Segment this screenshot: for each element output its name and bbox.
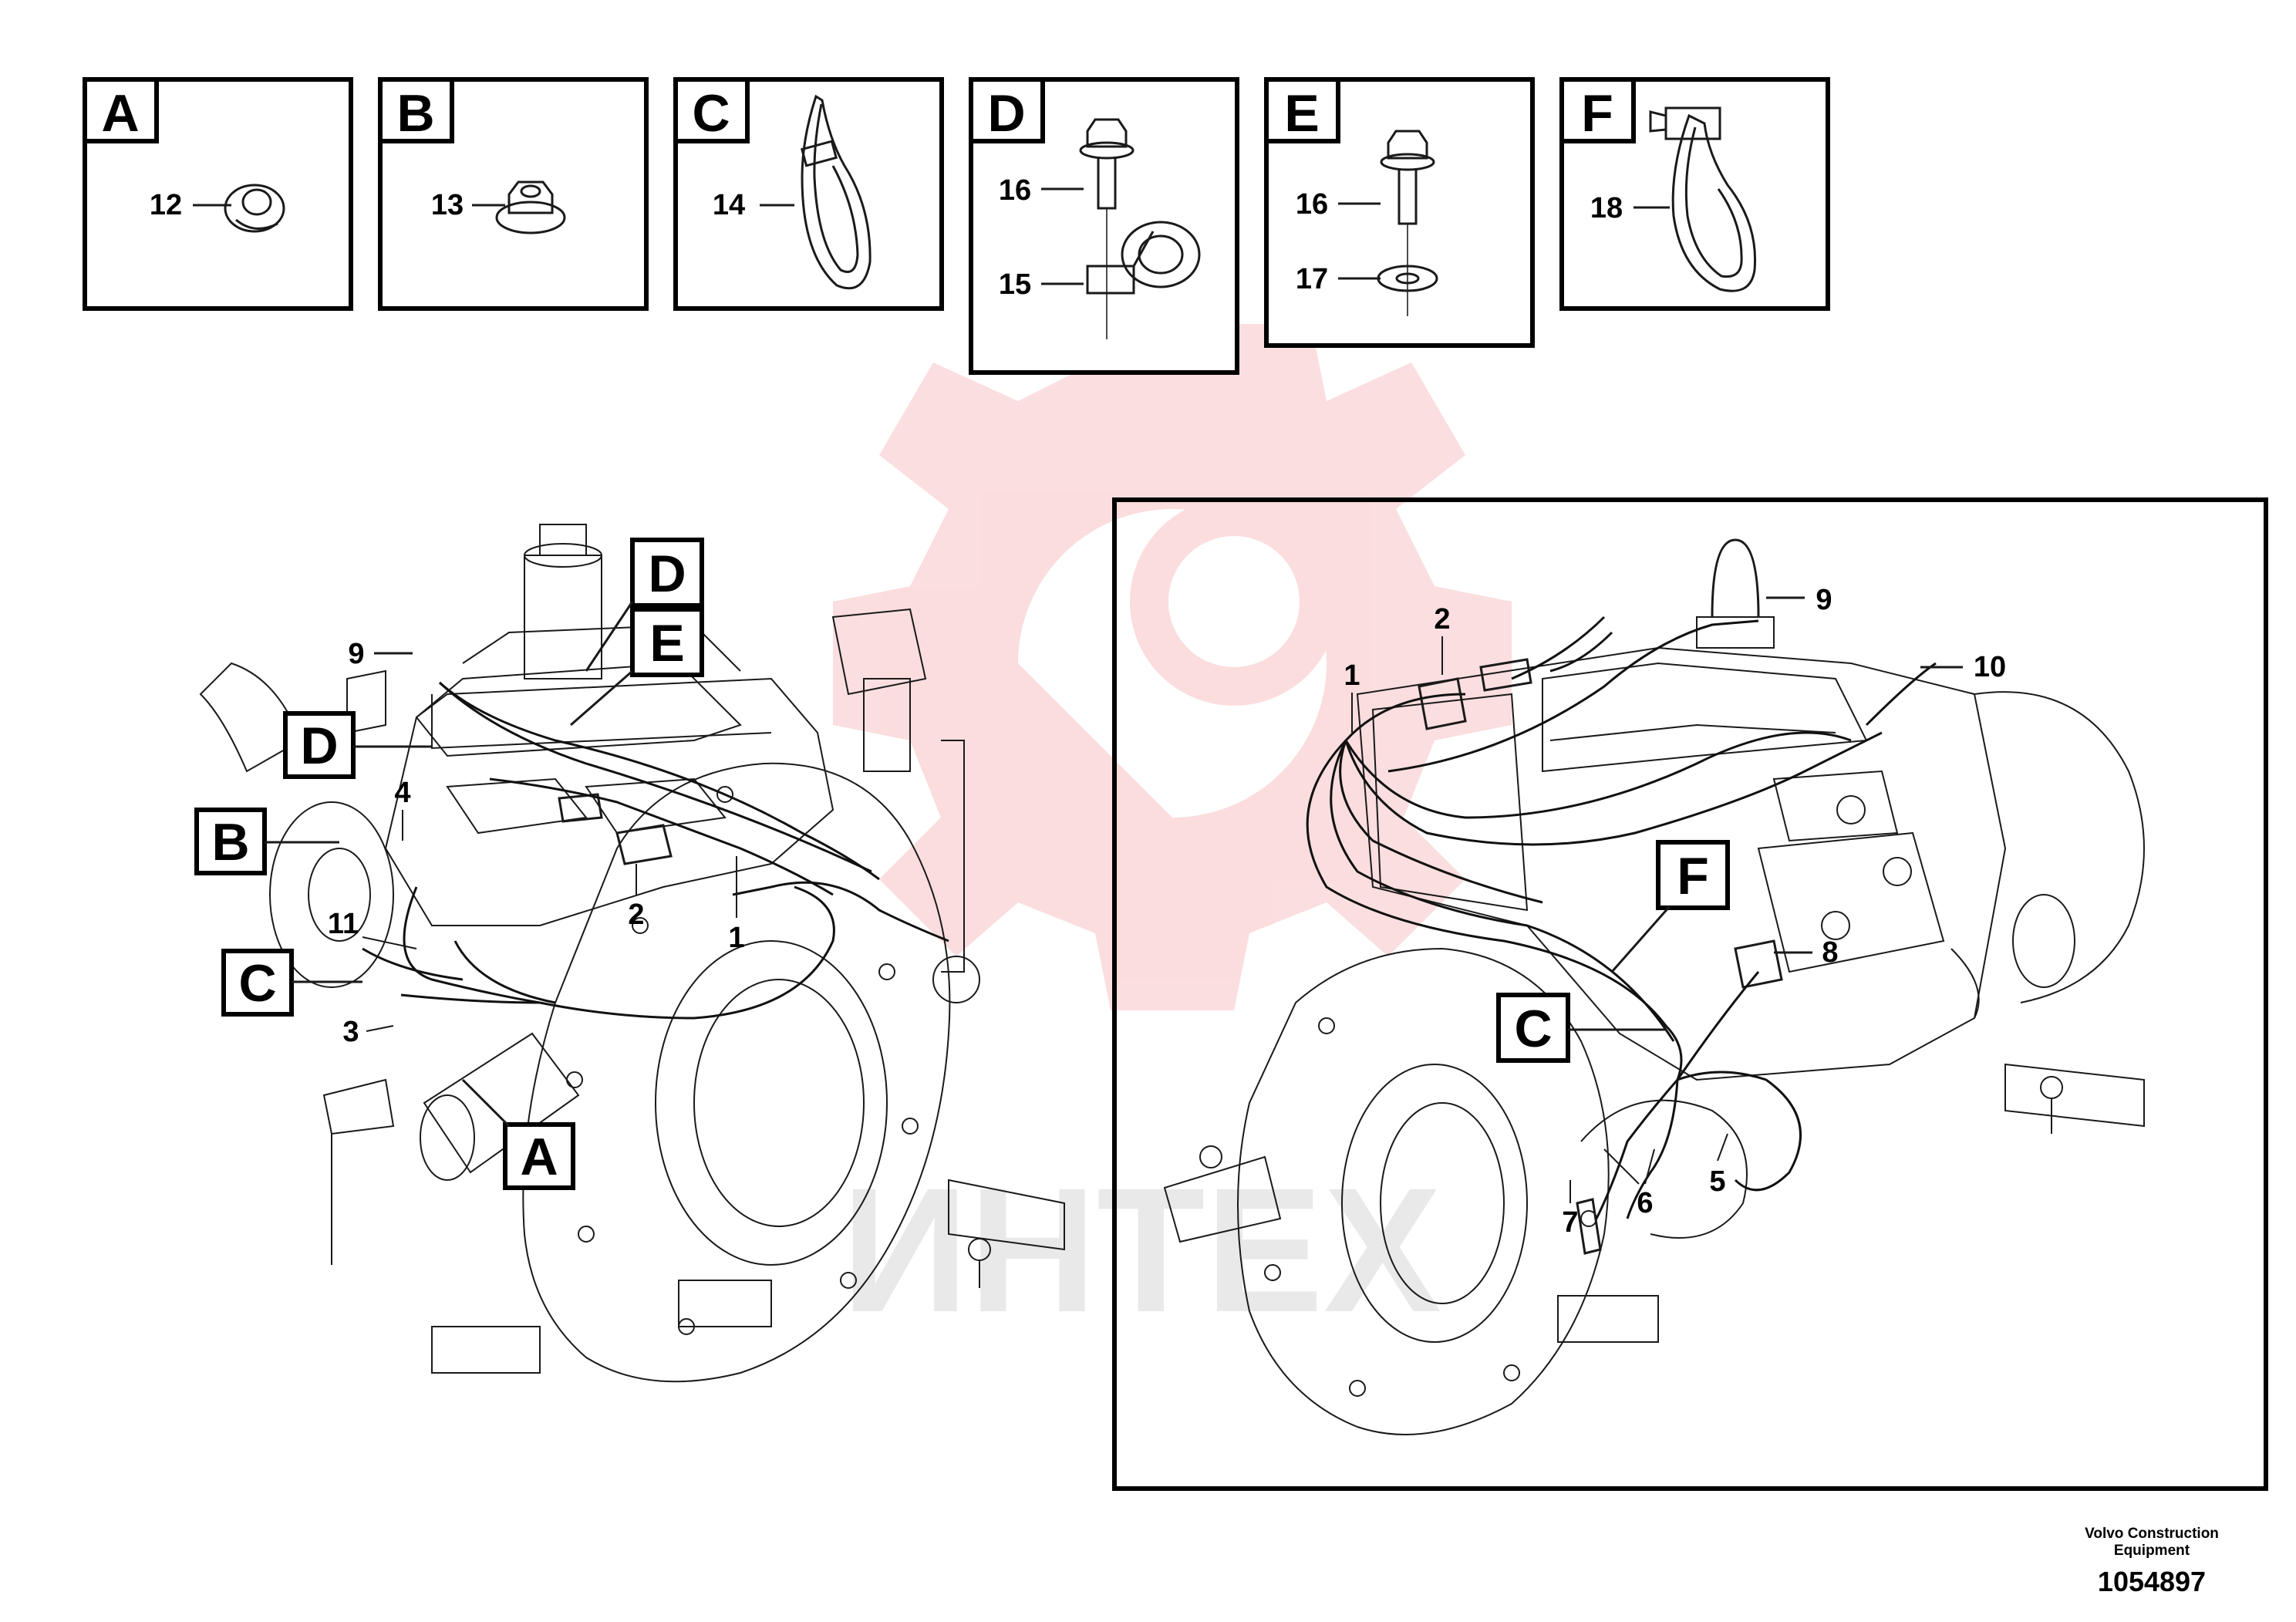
watermark-text: ИНТЕХ [841,1151,1442,1349]
callout-left-e: E [570,607,704,727]
part-number-label: 11 [328,908,359,940]
cable-tie-icon [800,94,872,290]
part-number-label: 14 [713,189,745,221]
part-number-label: 2 [628,899,644,931]
svg-text:D: D [300,717,338,775]
part-number-label: 3 [342,1016,359,1048]
callout-left-d-top: D [585,538,704,672]
engine-view-right [1163,538,2145,1435]
svg-text:C: C [238,954,276,1013]
flange-nut-icon [224,184,285,233]
callout-right-c: C [1496,993,1666,1063]
hex-flange-nut-icon [495,180,566,234]
part-number-label: 4 [394,777,410,809]
part-number-label: 1 [1344,659,1360,692]
detail-box-letter: F [1581,84,1613,143]
company-name-line2: Equipment [2113,1543,2190,1559]
detail-box-letter: D [987,84,1025,143]
washer-icon [1377,265,1438,292]
detail-box-letter: C [692,84,730,143]
part-number-label: 9 [348,638,364,670]
callout-right-f: F [1610,840,1730,973]
watermark-logo [833,324,1512,1010]
detail-box-letter: B [396,84,434,143]
part-number-label: 2 [1434,603,1450,636]
detail-box-b: B 13 [378,77,649,311]
svg-text:F: F [1677,847,1709,905]
flange-bolt-icon [1079,118,1135,339]
engine-view-left [199,524,1065,1383]
rubber-clamp-icon [1086,221,1201,295]
svg-text:D: D [648,545,686,603]
part-number-label: 1 [728,922,744,954]
part-number-label: 6 [1637,1187,1653,1219]
drawing-number: 1054897 [2097,1566,2207,1597]
svg-text:A: A [520,1128,558,1186]
detail-box-f: F 18 [1559,77,1830,311]
detail-box-d: D 16 15 [969,77,1239,375]
detail-frame-right [1112,497,2268,1491]
svg-text:E: E [649,614,684,673]
part-number-label: 13 [431,189,464,221]
callout-left-d-side: D [283,711,432,779]
part-number-label: 18 [1590,192,1623,224]
svg-text:C: C [1514,1000,1552,1058]
detail-box-letter: A [101,84,139,143]
detail-box-c: C 14 [673,77,944,311]
company-name-line1: Volvo Construction [2085,1526,2219,1542]
part-number-label: 12 [150,189,182,221]
part-number-label: 17 [1296,263,1328,295]
company-name: Volvo Construction Equipment [2036,1526,2267,1560]
part-number-label: 5 [1709,1165,1725,1198]
svg-text:B: B [211,813,249,872]
part-number-label: 15 [999,268,1031,301]
part-number-label: 9 [1816,584,1832,616]
part-number-label: 16 [999,174,1031,207]
part-number-label: 10 [1974,651,2006,683]
flange-bolt-icon [1380,130,1435,316]
part-number-label: 16 [1296,188,1328,221]
part-number-label: 8 [1822,936,1838,969]
cable-tie-clip-icon [1649,106,1757,292]
callout-left-a: A [461,1078,575,1190]
detail-box-e: E 16 17 [1264,77,1535,348]
detail-box-a: A 12 [83,77,353,311]
part-number-label: 7 [1562,1206,1578,1239]
callout-left-b: B [194,808,339,875]
detail-box-letter: E [1284,84,1319,143]
callout-left-c: C [221,949,362,1017]
